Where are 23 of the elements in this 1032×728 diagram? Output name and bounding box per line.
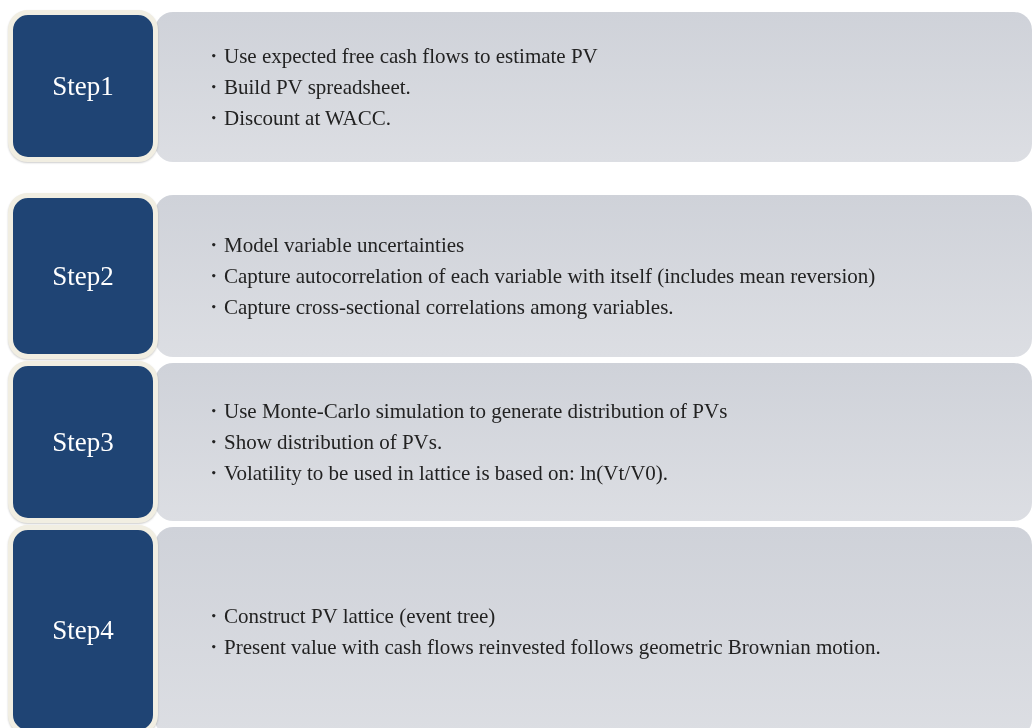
bullet-text: ・Volatility to be used in lattice is based on: ln(Vt/V0). xyxy=(203,459,670,487)
bullet-text: ・Capture autocorrelation of each variable with itself (includes mean reversion) xyxy=(203,262,877,290)
step-label: Step2 xyxy=(52,260,114,292)
step-box xyxy=(8,10,158,162)
text-panel xyxy=(155,527,1032,728)
bullet-text: ・Present value with cash flows reinvested follows geometric Brownian motion. xyxy=(203,634,882,661)
bullet-text: ・Use Monte-Carlo simulation to generate distribution of PVs xyxy=(203,397,729,425)
step-label: Step3 xyxy=(52,426,114,458)
bullet-text: ・Construct PV lattice (event tree) xyxy=(203,603,497,630)
step-label: Step1 xyxy=(52,70,114,102)
text-panel xyxy=(155,363,1032,521)
bullet-text: ・Capture cross-sectional correlations among variables. xyxy=(203,293,675,321)
text-panel xyxy=(155,12,1032,162)
step-box xyxy=(8,193,158,359)
step-box xyxy=(8,525,158,728)
text-panel xyxy=(155,195,1032,357)
bullet-text: ・Use expected free cash flows to estimate PV xyxy=(203,42,599,70)
bullet-text: ・Build PV spreadsheet. xyxy=(203,73,412,101)
step-label: Step4 xyxy=(52,614,114,646)
bullet-text: ・Model variable uncertainties xyxy=(203,231,466,259)
step-box xyxy=(8,361,158,523)
bullet-text: ・Show distribution of PVs. xyxy=(203,428,444,456)
bullet-text: ・Discount at WACC. xyxy=(203,104,393,132)
